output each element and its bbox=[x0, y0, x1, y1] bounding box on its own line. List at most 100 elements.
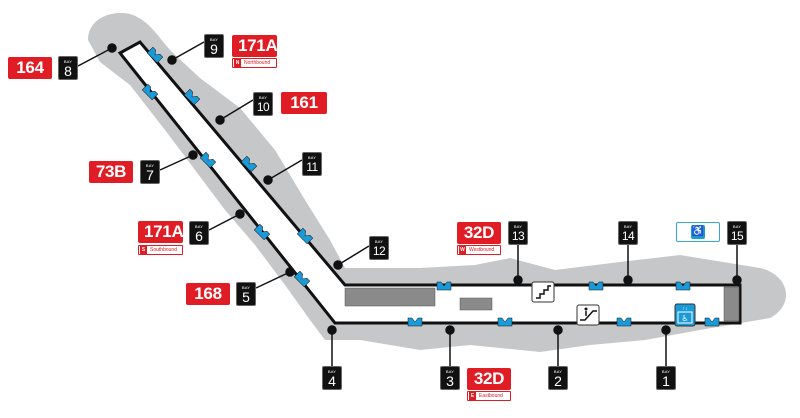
bay-leader-line bbox=[219, 99, 254, 121]
bay-word: BAY bbox=[63, 59, 73, 64]
bay-word: BAY bbox=[307, 155, 317, 160]
bay-stop-dot bbox=[285, 267, 295, 277]
route-badge-bay-3: 32D bbox=[467, 368, 511, 390]
bay-stop-dot bbox=[188, 150, 198, 160]
bay-number: 4 bbox=[328, 373, 336, 389]
bay-number: 7 bbox=[146, 167, 154, 183]
bay-word: BAY bbox=[661, 369, 671, 374]
shelter-icon bbox=[436, 281, 452, 291]
bay-leader-line bbox=[267, 159, 303, 181]
shelter-icon bbox=[616, 317, 632, 327]
bay-number: 12 bbox=[372, 244, 386, 258]
bay-leader-line bbox=[208, 213, 241, 231]
direction-letter: S bbox=[140, 246, 147, 254]
bay-leader-line bbox=[255, 271, 291, 289]
accessible-boarding-sign: ♿ bbox=[676, 222, 720, 242]
bay-number: 5 bbox=[242, 289, 250, 305]
direction-label: Eastbound bbox=[479, 393, 503, 399]
bay-stop-dot bbox=[513, 275, 523, 285]
shelter-icon bbox=[146, 46, 164, 64]
bay-stop-dot bbox=[263, 175, 273, 185]
bay-word: BAY bbox=[209, 37, 219, 42]
route-badge-bay-6: 171A bbox=[138, 221, 184, 243]
bay-word: BAY bbox=[732, 224, 742, 229]
bay-number: 6 bbox=[195, 228, 203, 244]
bay-number: 11 bbox=[306, 160, 318, 174]
bay-stop-dot bbox=[661, 325, 671, 335]
bay-word: BAY bbox=[194, 224, 204, 229]
platform-kiosk bbox=[459, 297, 493, 311]
bay-number: 8 bbox=[64, 63, 72, 79]
bay-word: BAY bbox=[623, 224, 633, 229]
bay-word: BAY bbox=[145, 163, 155, 168]
route-badge-bay-7: 73B bbox=[89, 161, 133, 183]
bay-stop-dot bbox=[167, 55, 177, 65]
bay-word: BAY bbox=[445, 369, 455, 374]
shelter-icon bbox=[141, 83, 159, 101]
platform-building bbox=[344, 287, 436, 307]
shelter-icon bbox=[497, 317, 513, 327]
shelter-icon bbox=[407, 317, 423, 327]
direction-label: Westbound bbox=[469, 247, 495, 253]
route-badge-bay-8: 164 bbox=[8, 57, 52, 79]
direction-letter: N bbox=[234, 59, 241, 67]
bay-leader-line bbox=[77, 47, 113, 67]
wheelchair-accessible-bus-icon: ♿ bbox=[691, 225, 705, 239]
direction-letter: W bbox=[459, 246, 466, 254]
bay-number: 1 bbox=[662, 373, 670, 389]
route-badge-bay-10: 161 bbox=[281, 92, 327, 114]
bay-stop-dot bbox=[553, 325, 563, 335]
platform-end-structure bbox=[723, 286, 740, 322]
platform-outline bbox=[117, 40, 742, 325]
bay-word: BAY bbox=[241, 285, 251, 290]
platform-apron bbox=[88, 13, 787, 353]
shelter-icon bbox=[296, 227, 314, 245]
bay-leader-line bbox=[171, 41, 205, 61]
bay-leader-line bbox=[159, 154, 194, 171]
direction-letter: E bbox=[469, 392, 476, 400]
bay-word: BAY bbox=[258, 95, 268, 100]
stairs-icon bbox=[531, 281, 555, 303]
shelter-icon bbox=[183, 88, 201, 106]
svg-text:♿: ♿ bbox=[681, 314, 688, 323]
bay-stop-dot bbox=[445, 325, 455, 335]
bay-number: 14 bbox=[621, 229, 635, 243]
shelter-icon bbox=[240, 155, 258, 173]
bay-stop-dot bbox=[215, 115, 225, 125]
accessible-elevator-icon: ↑↓ ♿ bbox=[674, 303, 696, 327]
bay-stop-dot bbox=[333, 260, 343, 270]
bay-leader-line bbox=[337, 245, 370, 266]
direction-label: Southbound bbox=[150, 247, 177, 253]
bay-word: BAY bbox=[513, 224, 523, 229]
bay-number: 13 bbox=[511, 229, 525, 243]
route-badge-bay-5: 168 bbox=[186, 283, 230, 305]
bay-stop-dot bbox=[623, 275, 633, 285]
bay-word: BAY bbox=[327, 369, 337, 374]
shelter-icon bbox=[253, 223, 271, 241]
bay-stop-dot bbox=[107, 43, 117, 53]
bay-stop-dot bbox=[235, 209, 245, 219]
bay-stop-dot bbox=[327, 325, 337, 335]
shelter-icon bbox=[704, 317, 720, 327]
bay-word: BAY bbox=[553, 369, 563, 374]
bay-number: 2 bbox=[554, 373, 562, 389]
bay-number: 9 bbox=[210, 41, 218, 57]
shelter-icon bbox=[199, 151, 217, 169]
